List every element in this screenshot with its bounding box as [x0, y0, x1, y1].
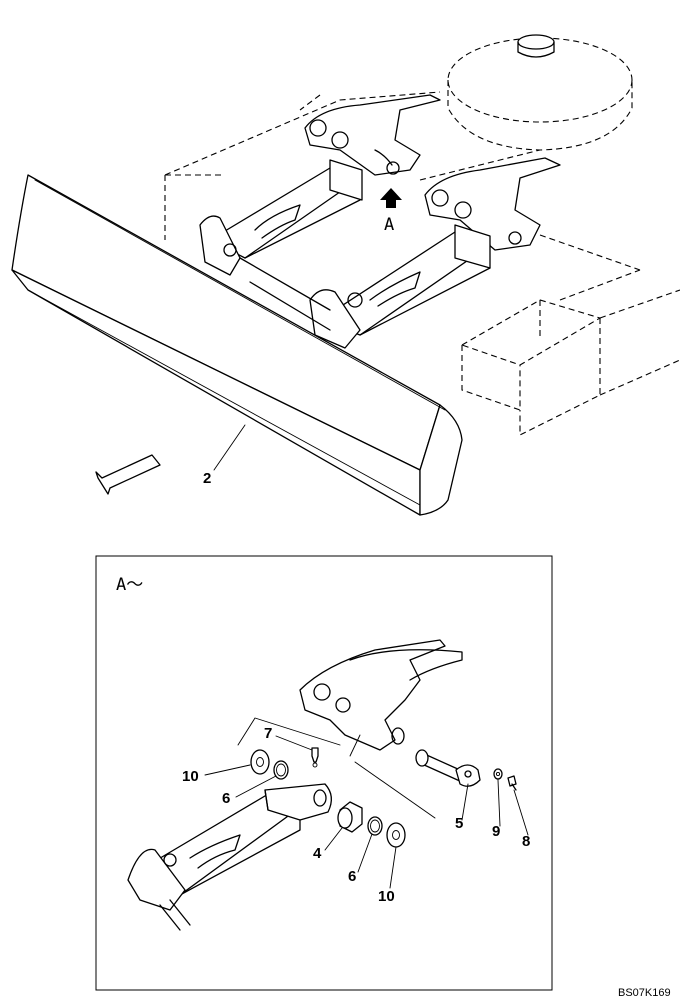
detail-dashed-brackets	[237, 717, 436, 819]
callout-grease-fitting: 7	[264, 725, 272, 742]
callout-pin: 5	[455, 815, 463, 832]
callout-blade: 2	[203, 424, 246, 487]
callout-bolt: 8	[522, 833, 530, 850]
leader-lines	[204, 735, 529, 889]
crawler-frame	[164, 34, 680, 436]
push-arms	[199, 159, 491, 349]
detail-view-frame	[95, 555, 553, 991]
arm-brackets	[304, 94, 561, 251]
detail-arm	[127, 783, 332, 931]
callout-thrust-plate-left: 10	[182, 768, 199, 785]
drawing-code: BS07K169	[618, 987, 671, 999]
view-arrow-a: A	[380, 188, 402, 235]
part-thrust-plate-right	[386, 822, 406, 848]
callout-shim-left: 6	[222, 790, 230, 807]
callout-bushing: 4	[313, 845, 322, 862]
callout-labels: 10 6 7 4 6 10 5 9 8	[182, 725, 530, 905]
part-washer	[493, 768, 503, 780]
svg-text:2: 2	[203, 470, 211, 487]
part-pin	[415, 749, 481, 787]
part-shim-left	[273, 760, 289, 780]
part-grease-fitting	[311, 747, 319, 768]
detail-bracket	[299, 639, 463, 751]
callout-washer: 9	[492, 823, 500, 840]
part-bushing	[337, 801, 363, 833]
forward-direction-arrow	[95, 454, 161, 495]
view-marker-label: A	[384, 215, 394, 235]
part-bolt	[507, 775, 517, 791]
dozer-blade	[11, 174, 463, 516]
detail-title: A～	[116, 575, 143, 595]
part-thrust-plate-left	[250, 749, 270, 775]
callout-shim-right: 6	[348, 868, 356, 885]
callout-thrust-plate-right: 10	[378, 888, 395, 905]
part-shim-right	[367, 816, 383, 836]
